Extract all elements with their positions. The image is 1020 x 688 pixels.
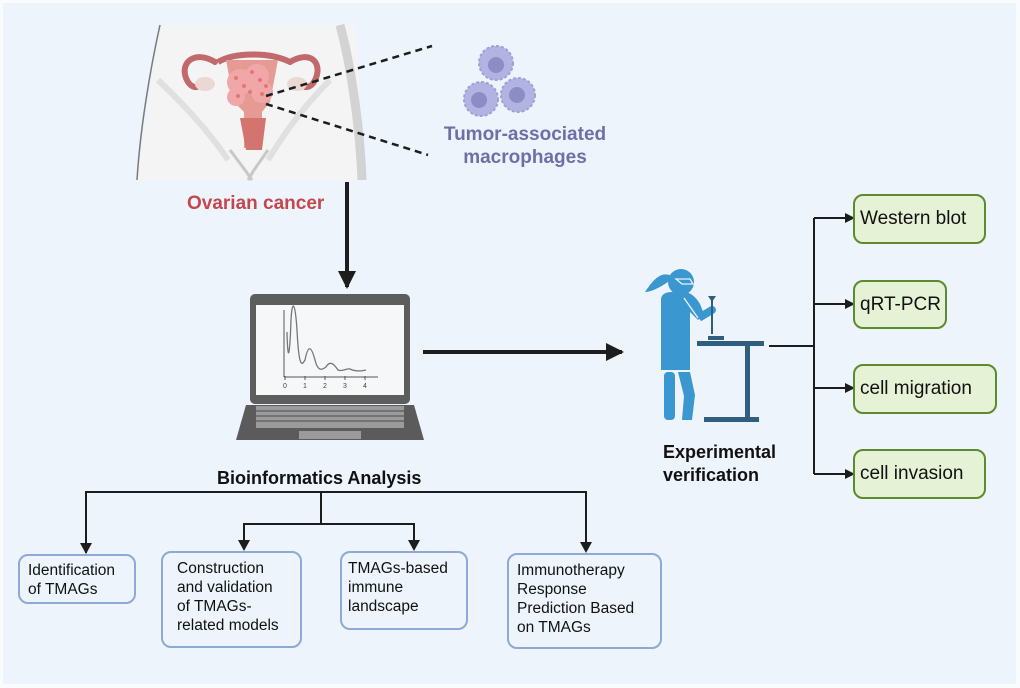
scientist-icon	[645, 269, 716, 420]
laptop-chart-tick-label: 1	[303, 383, 307, 390]
analysis-box-immune-landscape: TMAGs-based immune landscape	[340, 551, 468, 630]
method-box-qrt-pcr: qRT-PCR	[853, 280, 947, 329]
method-connectors	[769, 213, 855, 479]
analysis-box-immunotherapy: Immunotherapy Response Prediction Based …	[507, 553, 662, 649]
laptop-chart-tick-label: 2	[323, 383, 327, 390]
method-box-western-blot: Western blot	[853, 194, 986, 244]
laptop-chart-tick-label: 0	[283, 383, 287, 390]
laptop-chart: 0 1 2 3 4	[283, 305, 378, 390]
ovarian-cancer-label: Ovarian cancer	[187, 193, 325, 214]
experimental-title-line2: verification	[663, 465, 760, 485]
zoom-line-top	[265, 44, 433, 98]
lab-bench-icon	[697, 296, 764, 422]
laptop-chart-line	[286, 305, 367, 372]
macrophage-cells-icon	[463, 45, 536, 117]
analysis-tree-connectors	[85, 491, 587, 553]
method-box-cell-invasion: cell invasion	[853, 449, 986, 499]
analysis-box-identification: Identification of TMAGs	[18, 554, 136, 604]
laptop-chart-tick-label: 4	[363, 383, 367, 390]
macrophage-label-line2: macrophages	[463, 147, 587, 168]
experimental-title: Experimental verification	[663, 441, 776, 487]
macrophage-cell	[478, 45, 514, 81]
macrophage-label-line1: Tumor-associated	[443, 124, 607, 145]
macrophage-cell	[463, 81, 499, 117]
macrophage-cell	[500, 77, 536, 113]
bioinformatics-title: Bioinformatics Analysis	[217, 468, 422, 488]
zoom-line-bottom	[265, 102, 429, 157]
macrophage-label: Tumor-associated macrophages	[420, 123, 630, 169]
laptop-chart-tick-label: 3	[343, 383, 347, 390]
experimental-title-line1: Experimental	[663, 442, 777, 462]
analysis-arrowheads	[80, 540, 592, 554]
analysis-box-model-construction: Construction and validation of TMAGs- re…	[161, 551, 302, 648]
method-box-cell-migration: cell migration	[853, 364, 997, 414]
laptop-icon	[236, 294, 424, 440]
uterus-icon	[181, 51, 321, 150]
